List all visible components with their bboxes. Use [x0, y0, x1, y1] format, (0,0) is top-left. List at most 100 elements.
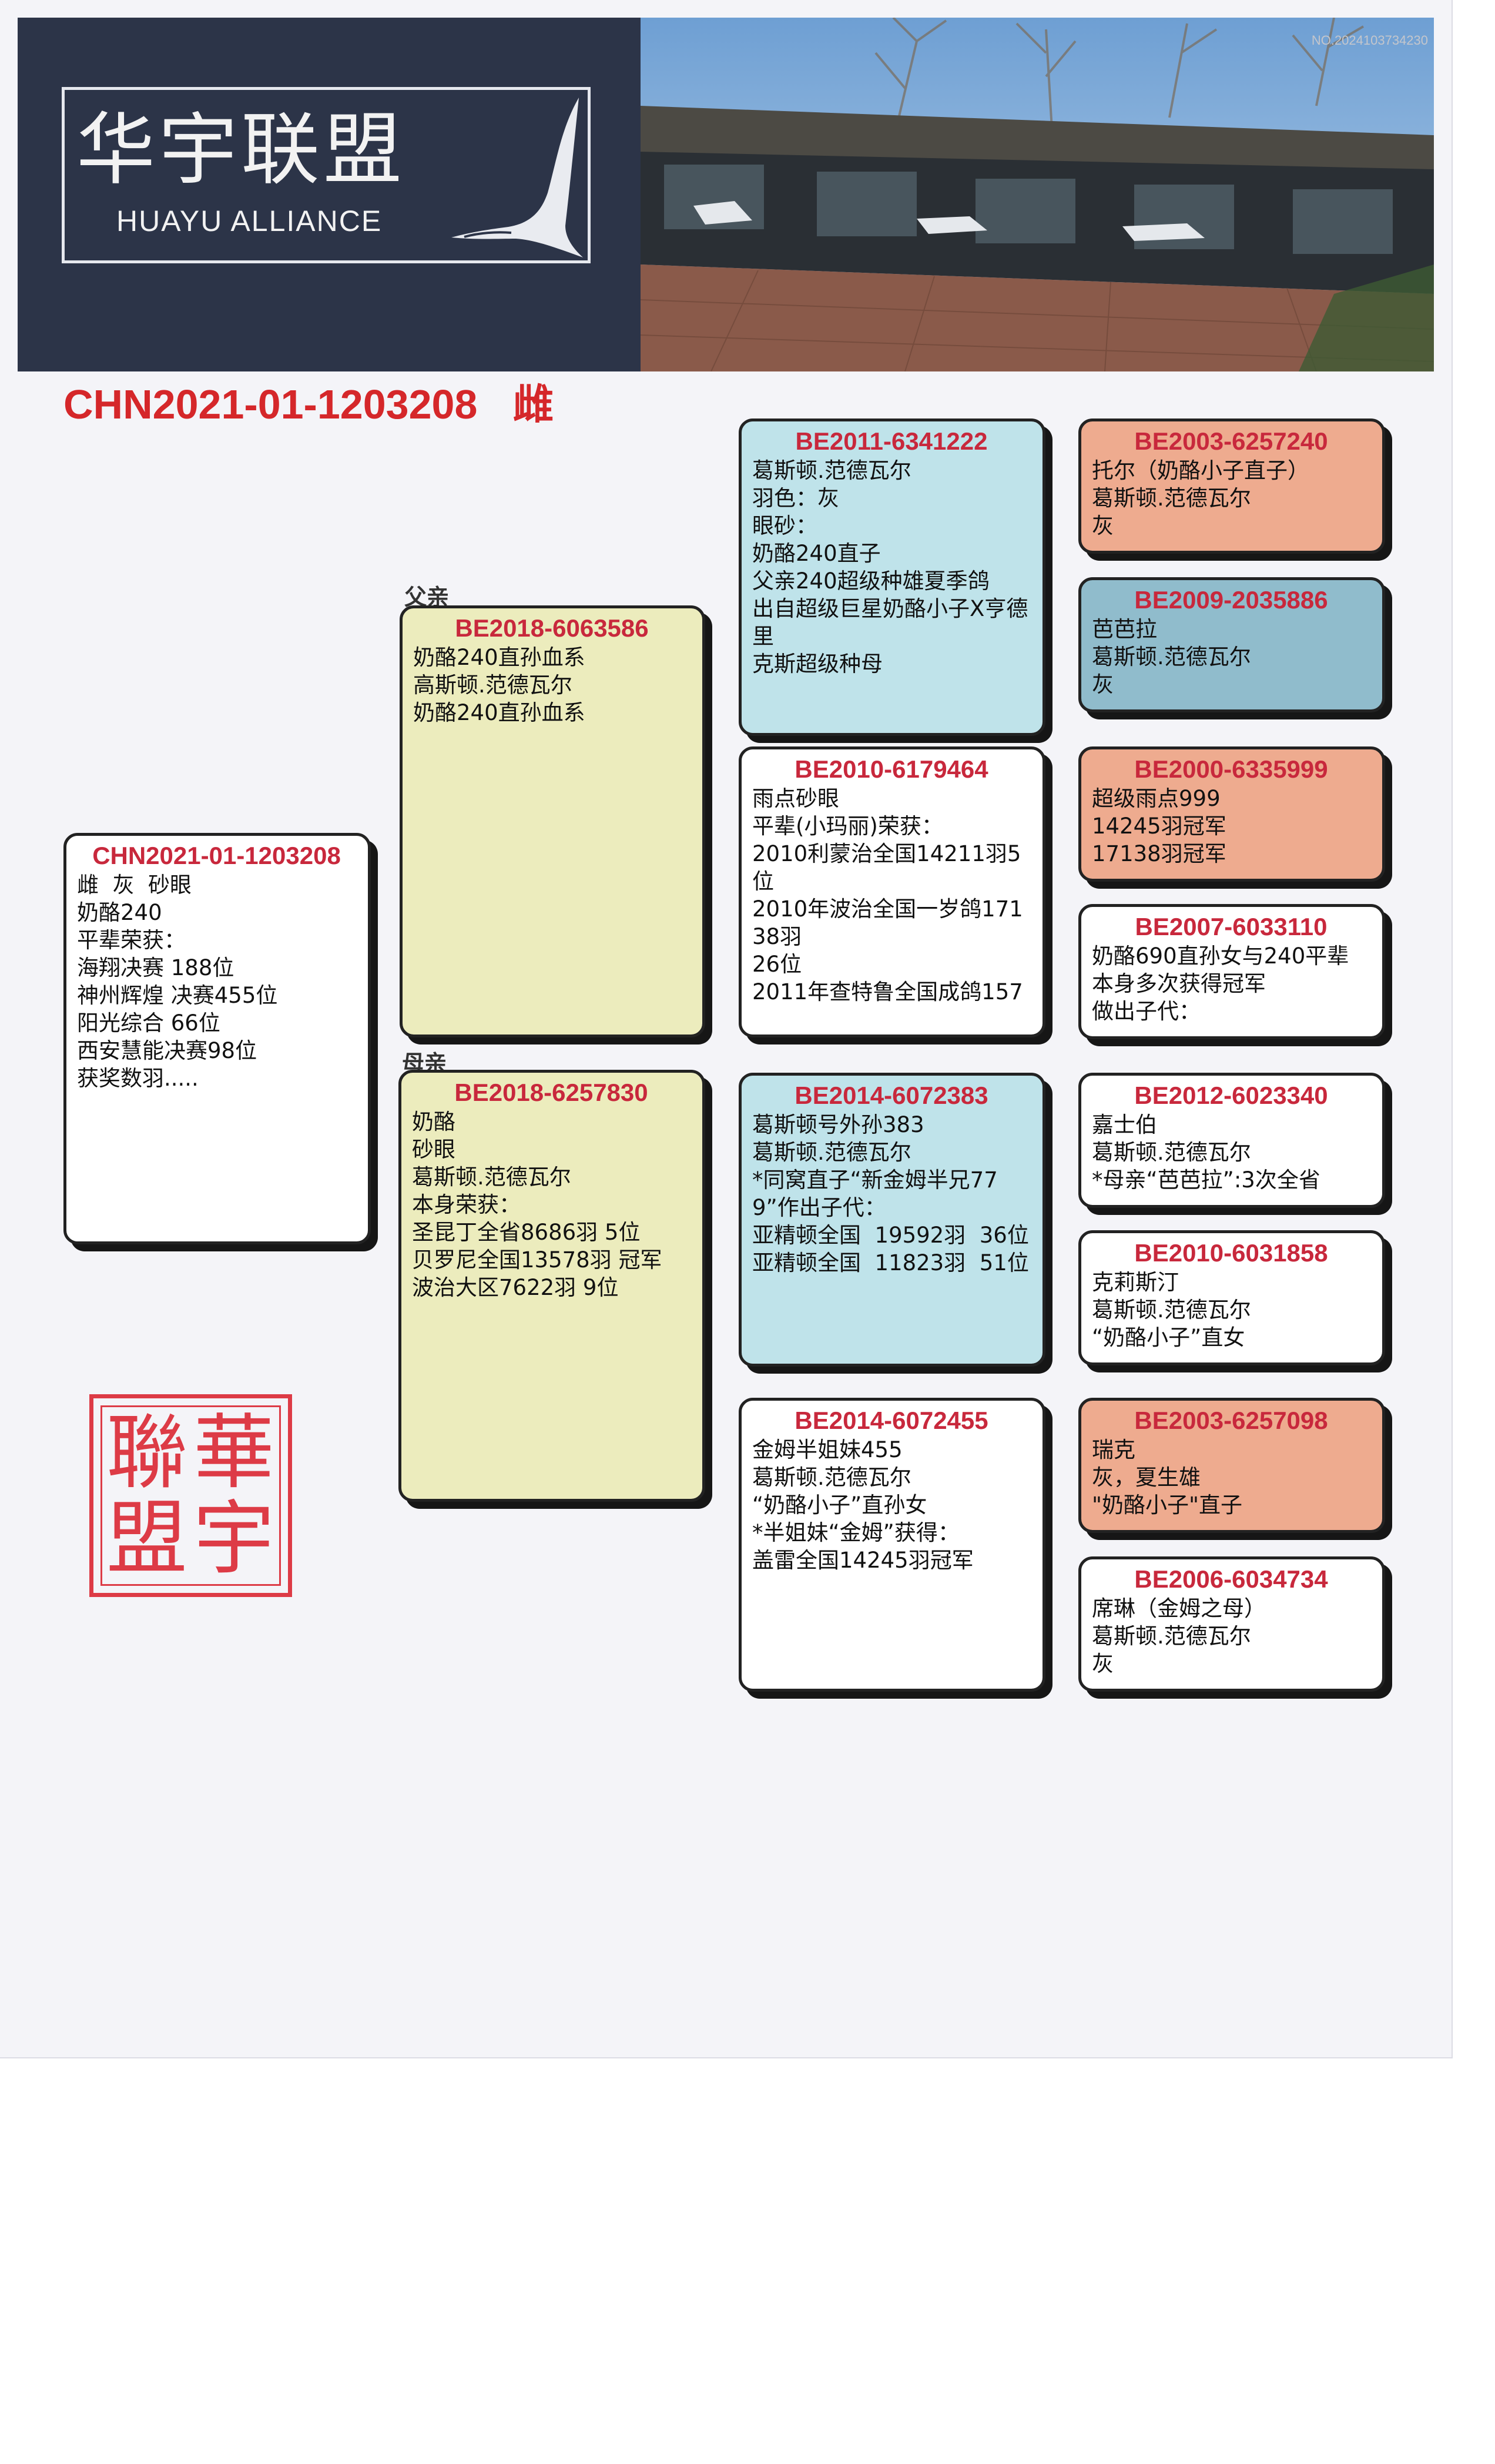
seal-inner-border [100, 1405, 281, 1586]
detail-line: 雨点砂眼 [752, 786, 839, 811]
photo-number: NO.2024103734230 [1311, 33, 1428, 48]
detail-line: 奶酪240 [77, 900, 162, 925]
detail-line: 26位 [752, 952, 802, 977]
detail-line: 嘉士伯 [1092, 1112, 1157, 1137]
header-banner: 华宇联盟 HUAYU ALLIANCE [18, 18, 1434, 371]
grandparent-details: 葛斯顿号外孙383 葛斯顿.范德瓦尔 *同窝直子“新金姆半兄779”作出子代： … [752, 1111, 1031, 1277]
paternal-grandfather-card: BE2011-6341222 葛斯顿.范德瓦尔 羽色：灰 眼砂： 奶酪240直子… [739, 419, 1045, 736]
pedigree-sheet: 华宇联盟 HUAYU ALLIANCE [0, 0, 1453, 2058]
detail-line: 奶酪240直子 [752, 541, 881, 566]
detail-line: 父亲240超级种雄夏季鸽 [752, 568, 990, 594]
seal-character: 華 [193, 1405, 275, 1500]
detail-line: 做出子代： [1092, 999, 1201, 1024]
great-grandparent-details: 托尔（奶酪小子直子） 葛斯顿.范德瓦尔 灰 [1092, 457, 1370, 540]
detail-line: 本身多次获得冠军 [1092, 971, 1266, 996]
detail-line: 亚精顿全国 19592羽 36位 [752, 1223, 1029, 1248]
detail-line: 灰 [1092, 513, 1114, 538]
detail-line: 雌 灰 砂眼 [77, 872, 192, 898]
great-grandparent-ring-id: BE2000-6335999 [1134, 755, 1328, 783]
seal-character: 盟 [106, 1491, 188, 1586]
grandparent-ring-id: BE2011-6341222 [795, 427, 988, 455]
great-grandparent-card: BE2007-6033110 奶酪690直孙女与240平辈 本身多次获得冠军 做… [1078, 904, 1385, 1039]
detail-line: 灰 [1092, 672, 1114, 697]
grandparent-ring-id: BE2014-6072455 [795, 1407, 988, 1434]
detail-line: 葛斯顿.范德瓦尔 [752, 1140, 911, 1165]
great-grandparent-ring-id: BE2003-6257240 [1134, 427, 1328, 455]
great-grandparent-card: BE2003-6257240 托尔（奶酪小子直子） 葛斯顿.范德瓦尔 灰 [1078, 419, 1385, 554]
detail-line: 席琳（金姆之母） [1092, 1596, 1266, 1621]
detail-line: 贝罗尼全国13578羽 冠军 [412, 1247, 662, 1273]
pigeon-loft-photo [641, 18, 1434, 371]
detail-line: 亚精顿全国 11823羽 51位 [752, 1250, 1029, 1275]
detail-line: 神州辉煌 决赛455位 [77, 983, 278, 1008]
detail-line: 葛斯顿.范德瓦尔 [752, 458, 911, 483]
grandparent-details: 葛斯顿.范德瓦尔 羽色：灰 眼砂： 奶酪240直子 父亲240超级种雄夏季鸽 出… [752, 457, 1031, 678]
great-grandparent-details: 奶酪690直孙女与240平辈 本身多次获得冠军 做出子代： [1092, 942, 1370, 1025]
paternal-grandmother-card: BE2010-6179464 雨点砂眼 平辈(小玛丽)荣获： 2010利蒙治全国… [739, 746, 1045, 1037]
title-ring-number: CHN2021-01-1203208 [63, 381, 478, 427]
detail-line: 平辈荣获： [77, 928, 186, 953]
logo: 华宇联盟 HUAYU ALLIANCE [62, 87, 591, 263]
maternal-grandmother-card: BE2014-6072455 金姆半姐妹455 葛斯顿.范德瓦尔 “奶酪小子”直… [739, 1398, 1045, 1692]
detail-line: 14245羽冠军 [1092, 813, 1226, 839]
great-grandparent-ring-id: BE2007-6033110 [1135, 913, 1328, 940]
great-grandparent-card: BE2009-2035886 芭芭拉 葛斯顿.范德瓦尔 灰 [1078, 577, 1385, 712]
detail-line: 克莉斯汀 [1092, 1270, 1179, 1295]
detail-line: *母亲“芭芭拉”:3次全省 [1092, 1167, 1320, 1193]
detail-line: *半姐妹“金姆”获得： [752, 1520, 960, 1545]
detail-line: 出自超级巨星奶酪小子X亨德里 [752, 596, 1028, 649]
great-grandparent-details: 超级雨点999 14245羽冠军 17138羽冠军 [1092, 785, 1370, 868]
maternal-grandfather-card: BE2014-6072383 葛斯顿号外孙383 葛斯顿.范德瓦尔 *同窝直子“… [739, 1073, 1045, 1367]
detail-line: 葛斯顿.范德瓦尔 [752, 1465, 911, 1490]
detail-line: 托尔（奶酪小子直子） [1092, 458, 1309, 483]
great-grandparent-card: BE2003-6257098 瑞克 灰，夏生雄 "奶酪小子"直子 [1078, 1398, 1385, 1533]
detail-line: 葛斯顿.范德瓦尔 [1092, 1623, 1251, 1649]
subject-ring-id: CHN2021-01-1203208 [92, 842, 341, 869]
detail-line: 海翔决赛 188位 [77, 955, 234, 980]
great-grandparent-card: BE2000-6335999 超级雨点999 14245羽冠军 17138羽冠军 [1078, 746, 1385, 882]
grandparent-details: 金姆半姐妹455 葛斯顿.范德瓦尔 “奶酪小子”直孙女 *半姐妹“金姆”获得： … [752, 1436, 1031, 1574]
great-grandparent-ring-id: BE2003-6257098 [1134, 1407, 1328, 1434]
detail-line: 阳光综合 66位 [77, 1010, 220, 1036]
great-grandparent-ring-id: BE2010-6031858 [1134, 1239, 1328, 1267]
detail-line: 高斯顿.范德瓦尔 [413, 672, 572, 698]
detail-line: 超级雨点999 [1092, 786, 1221, 811]
great-grandparent-details: 芭芭拉 葛斯顿.范德瓦尔 灰 [1092, 615, 1370, 698]
detail-line: 2010利蒙治全国14211羽5位 [752, 841, 1021, 894]
great-grandparent-details: 席琳（金姆之母） 葛斯顿.范德瓦尔 灰 [1092, 1595, 1370, 1678]
detail-line: 奶酪240直孙血系 [413, 700, 585, 725]
red-seal-stamp: 華 聯 宇 盟 [89, 1394, 292, 1597]
detail-line: 平辈(小玛丽)荣获： [752, 813, 943, 839]
grandparent-ring-id: BE2010-6179464 [795, 755, 988, 783]
grandparent-ring-id: BE2014-6072383 [795, 1082, 988, 1109]
great-grandparent-card: BE2012-6023340 嘉士伯 葛斯顿.范德瓦尔 *母亲“芭芭拉”:3次全… [1078, 1073, 1385, 1208]
detail-line: 奶酪240直孙血系 [413, 645, 585, 670]
subject-details: 雌 灰 砂眼 奶酪240 平辈荣获： 海翔决赛 188位 神州辉煌 决赛455位… [77, 871, 356, 1092]
logo-panel: 华宇联盟 HUAYU ALLIANCE [18, 18, 641, 371]
seal-character: 聯 [106, 1405, 188, 1500]
mother-details: 奶酪 砂眼 葛斯顿.范德瓦尔 本身荣获： 圣昆丁全省8686羽 5位 贝罗尼全国… [412, 1108, 690, 1301]
detail-line: 芭芭拉 [1092, 617, 1157, 642]
great-grandparent-card: BE2010-6031858 克莉斯汀 葛斯顿.范德瓦尔 “奶酪小子”直女 [1078, 1230, 1385, 1365]
great-grandparent-details: 嘉士伯 葛斯顿.范德瓦尔 *母亲“芭芭拉”:3次全省 [1092, 1111, 1370, 1194]
detail-line: 获奖数羽..... [77, 1066, 199, 1091]
great-grandparent-card: BE2006-6034734 席琳（金姆之母） 葛斯顿.范德瓦尔 灰 [1078, 1556, 1385, 1692]
great-grandparent-ring-id: BE2009-2035886 [1134, 586, 1328, 614]
father-card: BE2018-6063586 奶酪240直孙血系 高斯顿.范德瓦尔 奶酪240直… [400, 605, 705, 1037]
seal-character: 宇 [193, 1491, 275, 1586]
father-ring-id: BE2018-6063586 [455, 614, 649, 642]
detail-line: 葛斯顿.范德瓦尔 [1092, 644, 1251, 669]
great-grandparent-details: 克莉斯汀 葛斯顿.范德瓦尔 “奶酪小子”直女 [1092, 1268, 1370, 1351]
title-sex: 雌 [512, 381, 554, 427]
detail-line: 盖雷全国14245羽冠军 [752, 1548, 974, 1573]
detail-line: "奶酪小子"直子 [1092, 1492, 1243, 1518]
subject-card: CHN2021-01-1203208 雌 灰 砂眼 奶酪240 平辈荣获： 海翔… [63, 833, 371, 1244]
great-grandparent-details: 瑞克 灰，夏生雄 "奶酪小子"直子 [1092, 1436, 1370, 1519]
detail-line: 砂眼 [412, 1137, 455, 1162]
detail-line: 葛斯顿.范德瓦尔 [412, 1164, 571, 1190]
detail-line: 金姆半姐妹455 [752, 1437, 903, 1462]
father-details: 奶酪240直孙血系 高斯顿.范德瓦尔 奶酪240直孙血系 [413, 644, 690, 727]
detail-line: 瑞克 [1092, 1437, 1135, 1462]
detail-line: 圣昆丁全省8686羽 5位 [412, 1220, 641, 1245]
detail-line: “奶酪小子”直孙女 [752, 1492, 927, 1518]
